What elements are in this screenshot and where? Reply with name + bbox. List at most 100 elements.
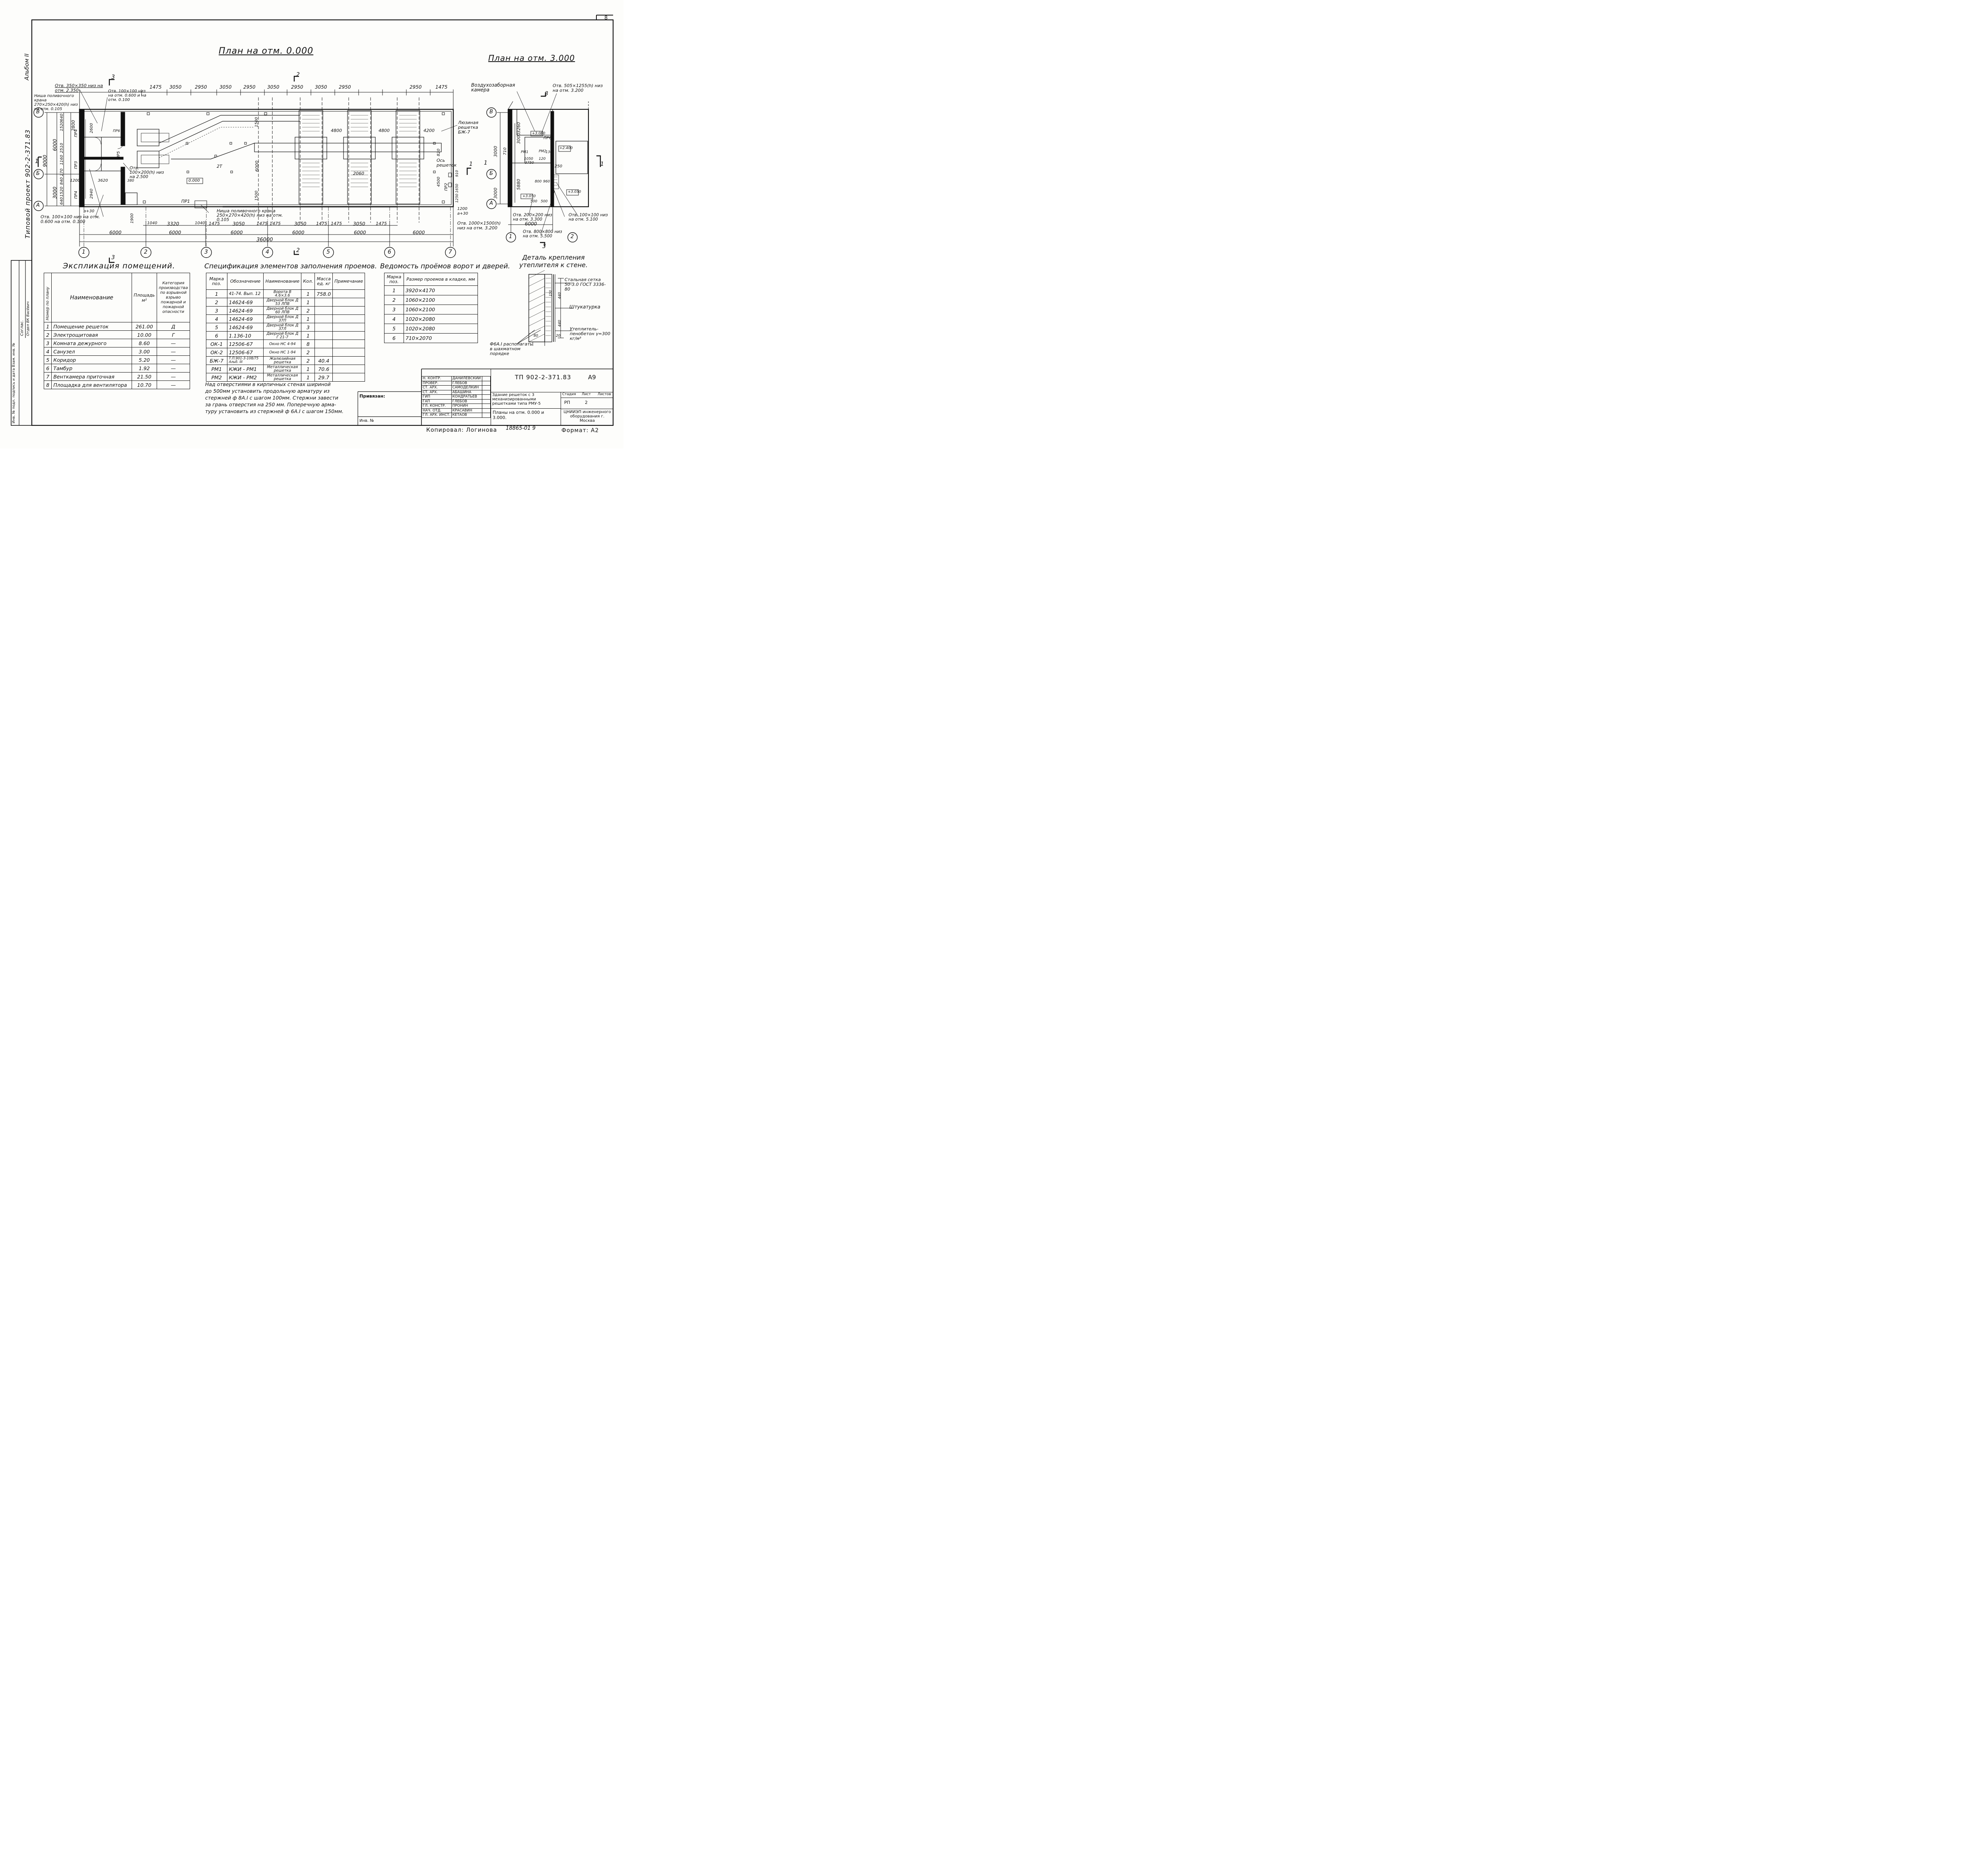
drawing-graphics (11, 15, 614, 426)
format-label: Формат: А2 (561, 427, 599, 434)
dim: 250 (555, 164, 563, 169)
row-axis-bubble: Б (489, 171, 493, 177)
axis-bubble: 6 (388, 249, 391, 255)
side-project-label: Типовой проект 902-2-371.83 (24, 129, 31, 239)
dim: 710 (503, 147, 507, 155)
note-hole-505: Отв. 505×1255(h) низ на отм. 3.200 (553, 83, 603, 93)
dim: 800 (535, 180, 542, 184)
signers-table: Н. КОНТР.ДАНИЛЕВСКИЙ ПРОВЕР.ГЛЕБОВ СТ. А… (421, 376, 491, 418)
drawing-code: 18865-01 9 (506, 425, 536, 431)
axis-bubble: 4 (266, 249, 269, 255)
spec-table: Марка поз. Обозначение Наименование Кол.… (206, 273, 365, 382)
door-label: ПР3 (74, 161, 78, 169)
section-mark: 2 (296, 72, 300, 78)
table-row: Н. КОНТР.ДАНИЛЕВСКИЙ (421, 376, 491, 381)
table-row: ПРОВЕР.ГЛЕБОВ (421, 380, 491, 386)
note-screen-axis: Ось решеток (437, 158, 457, 168)
dim: 4200 (423, 128, 435, 133)
dim: 820 (437, 148, 441, 156)
dim: 1475 (149, 84, 162, 90)
dim: 3050 (233, 221, 245, 227)
level-mark: +2.400 (559, 146, 573, 150)
dim: 2950 (410, 84, 422, 90)
dim: 3050 (169, 84, 182, 90)
dim: 1475 (435, 84, 448, 90)
row-axis-bubble: А (489, 200, 493, 206)
dim: 3260 (516, 122, 521, 133)
building-name: Здание решеток с 3 механизированными реш… (491, 392, 561, 409)
dim: 960 (543, 180, 550, 184)
axis-bubble: 2 (144, 249, 148, 255)
detail-title: Деталь крепления утеплителя к стене. (519, 254, 588, 269)
table-header-row: Номер по плану Наименование Площадь м² К… (43, 273, 190, 322)
door-label: ПР1 (181, 199, 190, 204)
dim: 3050 (219, 84, 232, 90)
plan-3-title: План на отм. 3.000 (488, 53, 575, 63)
axis-bubble: 2 (571, 234, 574, 240)
dim: 1475 (209, 221, 220, 226)
dim: 4800 (379, 128, 390, 133)
note-hole-100: Отв. 100×100 низ на отм. 0.600 и на отм.… (108, 89, 146, 102)
col-header: Площадь м² (131, 273, 157, 322)
door-label: ПР4 (74, 129, 78, 137)
dim: 380 (127, 179, 134, 183)
dim: 3000 (516, 133, 521, 144)
dim: 2510 (60, 143, 64, 153)
level-mark: +3.050 (522, 194, 536, 198)
dim: 120 (539, 157, 546, 161)
section-mark: 3 (111, 74, 115, 80)
door-label: ПР6 (113, 129, 120, 133)
side-inv-label: Инв. № подл. подпись и дата Взам. инв. № (12, 343, 16, 423)
dim: 840 (60, 177, 64, 185)
reinforcement-note: Над отверстиями в кирпичных стенах ширин… (205, 381, 344, 414)
code-cell: ТП 902-2-371.83 А9 (491, 369, 613, 392)
dim: a+30 (83, 209, 95, 213)
note-hole-350: Отв. 350×350 низ на отм. 2.350 (55, 83, 103, 93)
axis-bubble: 1 (509, 234, 513, 240)
dim: 440 (558, 292, 562, 299)
sheet-number: 8 (604, 15, 608, 21)
dim: 1040 (147, 221, 157, 225)
dim: a+30 (457, 212, 468, 216)
table-row: СТ. АРХ.САМОДЕЛКИН (421, 385, 491, 390)
dim: 1200 (70, 179, 80, 183)
dim: 1200 (457, 207, 468, 211)
note-hole-bottom: Отв. 100×100 низ на отм. 0.600 на отм. 0… (41, 214, 100, 224)
dim: 1520 (60, 186, 64, 197)
dim: 6000 (231, 230, 243, 235)
axis-bubble: 3 (204, 249, 208, 255)
side-stamp-line-1: Соглас. (20, 320, 24, 336)
copied-by: Копировал: Логинова (426, 427, 497, 433)
table-row: НАЧ. ОТД.КРАСАВИН (421, 408, 491, 413)
note-hole-800: Отв. 800×800 низ на отм. 5.500 (523, 229, 562, 239)
dim: 910 (455, 170, 459, 177)
note-niche-2: Ниша поливочного крана 250×270×420(h) ни… (217, 208, 283, 222)
col-header: Номер по плану (43, 273, 52, 322)
row-axis-bubble: А (36, 202, 40, 208)
section-mark: 1 (600, 161, 604, 167)
total-dim: 36000 (256, 237, 273, 243)
row-axis-bubble: В (489, 109, 493, 115)
dim: 2950 (291, 84, 303, 90)
plan-0-title: План на отм. 0.000 (219, 46, 314, 56)
note-niche-1: Ниша поливочного крана 270×250×420(h) ни… (34, 94, 78, 111)
dim: 2060 (353, 171, 364, 176)
dim: 3050 (267, 84, 280, 90)
dim: 6000 (354, 230, 366, 235)
crane-label: 2Т (217, 164, 222, 169)
callout-plaster: Штукатурка (569, 304, 600, 310)
